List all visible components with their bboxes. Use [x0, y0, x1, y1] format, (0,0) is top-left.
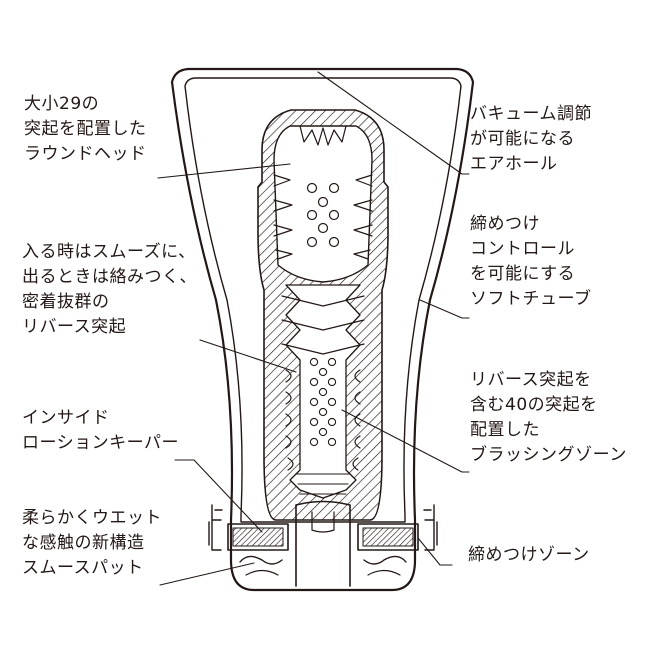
- label-line: 含む40の突起を: [470, 395, 598, 415]
- label-line: エアホール: [470, 154, 558, 174]
- label-line: リバース突起: [22, 317, 127, 337]
- lotion-keeper-right: [357, 523, 419, 551]
- label-line: な感触の新構造: [22, 533, 145, 553]
- label-line: が可能になる: [470, 129, 575, 149]
- label-line: 突起を配置した: [24, 119, 147, 139]
- label-line: 柔らかくウエット: [22, 508, 162, 528]
- label-line: ブラッシングゾーン: [470, 445, 627, 465]
- label-line: ソフトチューブ: [470, 289, 592, 309]
- label-line: 入る時はスムーズに、: [22, 242, 196, 262]
- inner-canal-head: [273, 125, 373, 283]
- outer-cup-outline: [170, 67, 475, 592]
- label-line: リバース突起を: [470, 370, 592, 390]
- leader-soft-tube: [419, 299, 470, 319]
- lotion-keeper-left: [227, 523, 289, 551]
- leader-reverse-bumps: [199, 339, 297, 373]
- leader-smooth-pad: [159, 562, 255, 586]
- label-line: バキューム調節: [470, 104, 592, 124]
- label-soft-tube: 締めつけ コントロール を可能にする ソフトチューブ: [470, 212, 591, 312]
- label-reverse-bumps: 入る時はスムーズに、 出るときは絡みつく、 密着抜群の リバース突起: [22, 240, 197, 340]
- label-line: 締めつけゾーン: [468, 545, 590, 565]
- label-lotion-keeper: インサイド ローションキーパー: [22, 406, 179, 456]
- leader-round-head: [157, 163, 291, 179]
- leader-tightening-zone: [417, 537, 453, 566]
- label-line: 密着抜群の: [22, 292, 110, 312]
- label-line: ラウンドヘッド: [24, 144, 147, 164]
- leader-lotion-keeper: [174, 459, 263, 533]
- label-line: 締めつけ: [470, 214, 540, 234]
- label-round-head: 大小29の 突起を配置した ラウンドヘッド: [24, 92, 147, 167]
- label-air-hole: バキューム調節 が可能になる エアホール: [470, 102, 592, 177]
- label-smooth-pad: 柔らかくウエット な感触の新構造 スムースパット: [22, 506, 162, 581]
- label-line: インサイド: [22, 408, 110, 428]
- inner-cup-outline: [184, 77, 462, 523]
- label-line: ローションキーパー: [22, 433, 179, 453]
- label-tightening-zone: 締めつけゾーン: [468, 543, 590, 568]
- label-line: コントロール: [470, 239, 575, 259]
- label-line: スムースパット: [22, 558, 144, 578]
- entrance-tube: [295, 500, 351, 587]
- leader-air-hole: [317, 71, 470, 175]
- label-line: 配置した: [470, 420, 540, 440]
- label-line: 大小29の: [24, 94, 100, 114]
- label-line: 出るときは絡みつく、: [22, 267, 197, 287]
- label-line: を可能にする: [470, 264, 576, 284]
- leader-brushing-zone: [341, 409, 470, 473]
- label-brushing-zone: リバース突起を 含む40の突起を 配置した ブラッシングゾーン: [470, 368, 627, 468]
- smooth-pad: [239, 555, 407, 565]
